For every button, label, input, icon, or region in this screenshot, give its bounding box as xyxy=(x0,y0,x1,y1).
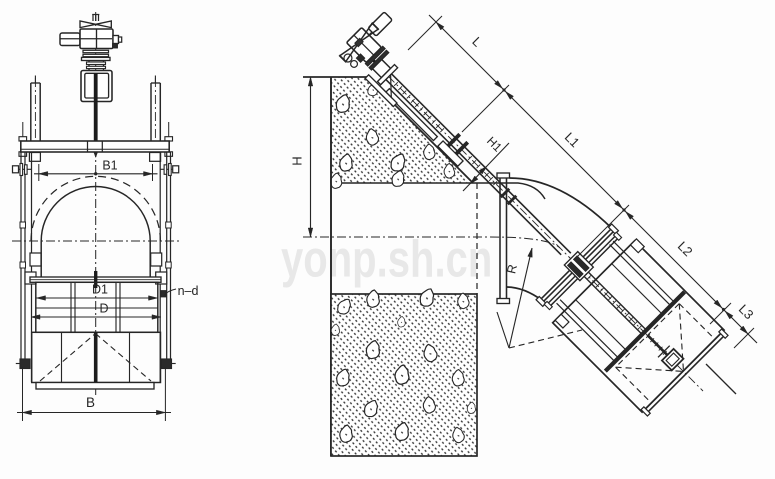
svg-text:R: R xyxy=(504,263,520,275)
svg-text:n–d: n–d xyxy=(178,284,199,298)
svg-text:yonp.sh.cn: yonp.sh.cn xyxy=(281,229,492,287)
svg-text:B1: B1 xyxy=(102,159,117,173)
svg-text:D: D xyxy=(99,302,108,316)
svg-text:B: B xyxy=(86,395,95,410)
svg-text:H: H xyxy=(290,156,305,165)
svg-text:D1: D1 xyxy=(92,283,108,297)
